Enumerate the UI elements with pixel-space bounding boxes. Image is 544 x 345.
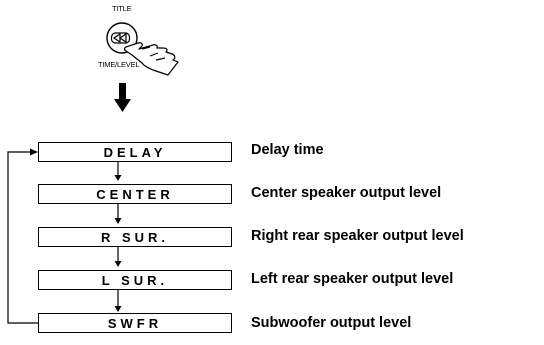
mode-label: L SUR. xyxy=(101,272,169,288)
mode-label: CENTER xyxy=(96,186,174,202)
loop-back-arrow xyxy=(7,148,38,324)
mode-delay-box: DELAY xyxy=(38,142,232,162)
flow-connectors xyxy=(114,162,122,312)
button-top-label: TITLE xyxy=(112,4,132,13)
mode-delay-description: Delay time xyxy=(251,142,324,158)
mode-l-sur-box: L SUR. xyxy=(38,270,232,290)
mode-label: DELAY xyxy=(103,144,167,160)
pressing-hand-icon xyxy=(123,42,179,76)
mode-center-description: Center speaker output level xyxy=(251,185,442,201)
button-bottom-label: TIME/LEVEL xyxy=(98,60,140,69)
mode-r-sur-description: Right rear speaker output level xyxy=(251,228,464,244)
mode-l-sur-description: Left rear speaker output level xyxy=(251,271,454,287)
mode-center-box: CENTER xyxy=(38,184,232,204)
mode-label: R SUR. xyxy=(100,229,170,245)
mode-r-sur-box: R SUR. xyxy=(38,227,232,247)
mode-swfr-description: Subwoofer output level xyxy=(251,315,412,331)
mode-label: SWFR xyxy=(107,315,163,331)
rewind-icon xyxy=(110,32,131,44)
mode-swfr-box: SWFR xyxy=(38,313,232,333)
down-arrow-icon xyxy=(114,83,131,112)
